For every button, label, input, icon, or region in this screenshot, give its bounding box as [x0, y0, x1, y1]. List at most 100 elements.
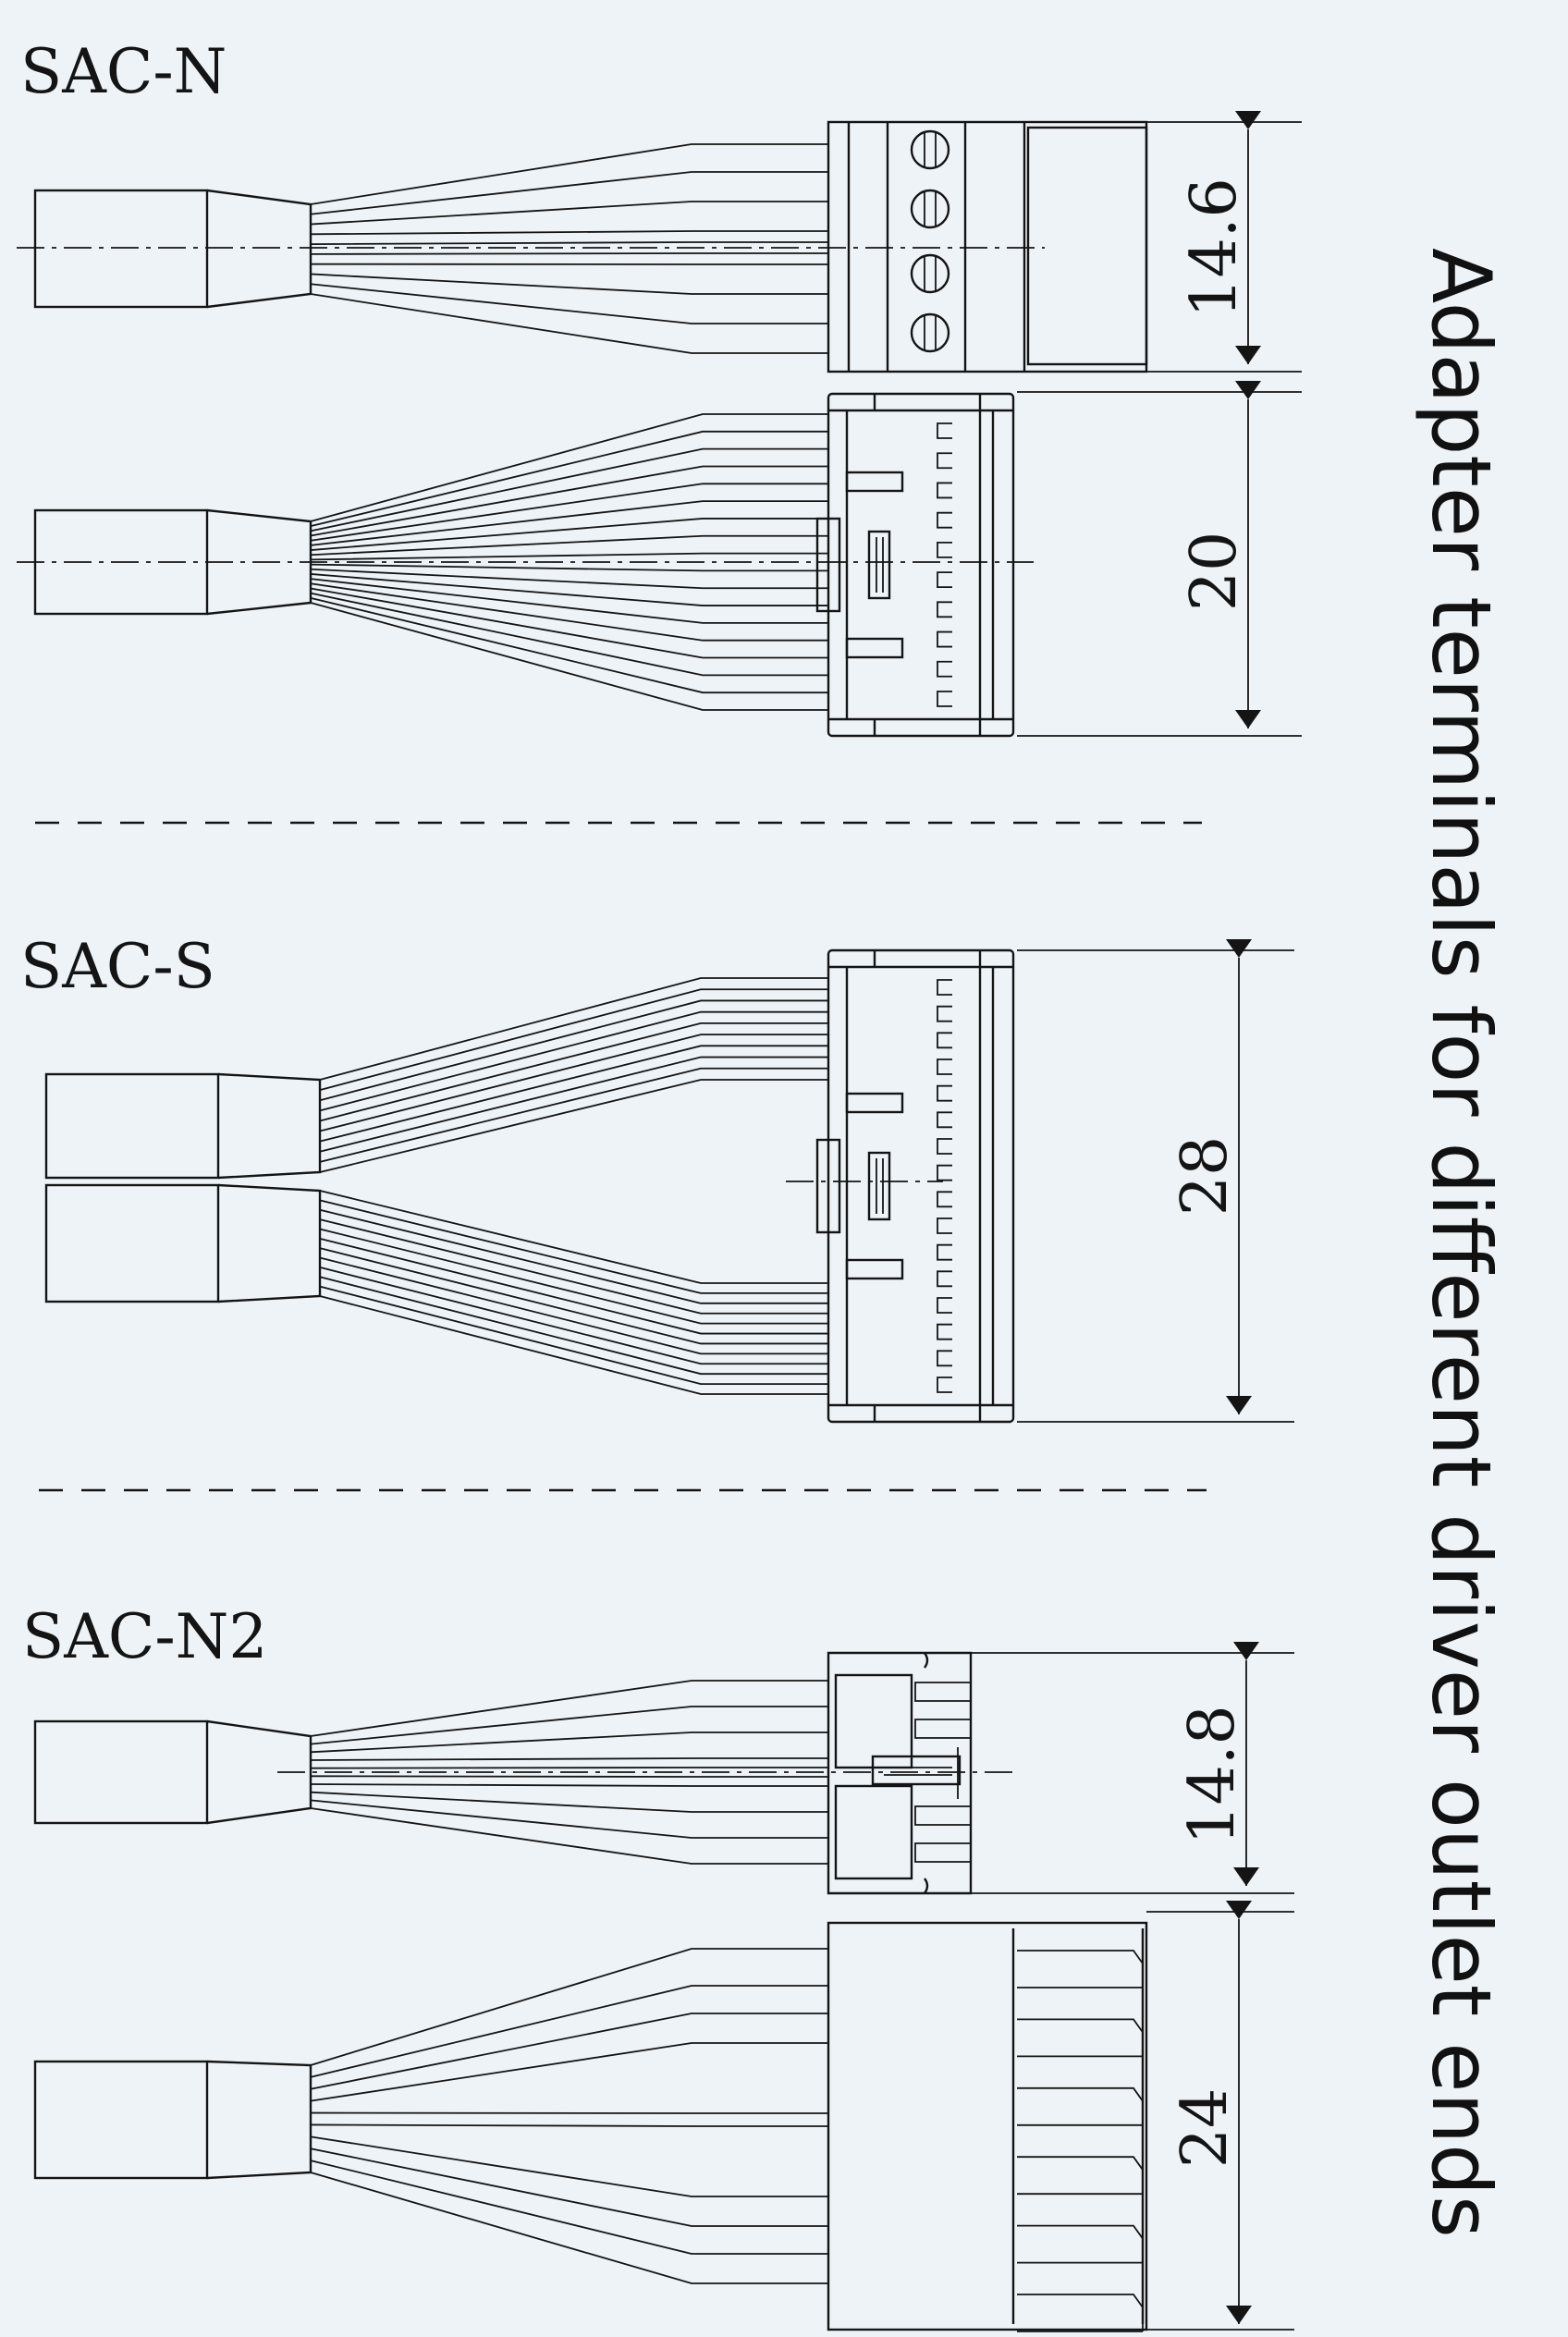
connector-pin — [937, 1217, 952, 1234]
wire — [310, 587, 828, 659]
connector-pin — [937, 630, 952, 648]
wire — [310, 293, 828, 354]
wire — [310, 241, 828, 246]
connector-housing — [815, 948, 1015, 1424]
dimension-lines — [971, 111, 1302, 2331]
wire — [310, 283, 828, 324]
wire — [310, 252, 828, 255]
wire — [319, 999, 828, 1102]
wire — [310, 568, 828, 590]
wire — [310, 592, 828, 677]
cable-plug-lower — [44, 1183, 220, 1303]
connector-pin — [937, 979, 952, 996]
wire-bundle — [310, 1948, 828, 2284]
terminal-pin — [1017, 2224, 1144, 2263]
terminal-pin — [1017, 2018, 1144, 2057]
wire — [319, 1276, 828, 1376]
wire — [310, 1731, 828, 1754]
wire — [310, 2135, 828, 2197]
wire — [310, 1757, 828, 1761]
cable-plug-upper — [44, 1072, 220, 1180]
connector-pin — [937, 422, 952, 439]
wire — [319, 1256, 828, 1355]
wire — [310, 2147, 828, 2227]
connector-latch — [871, 1755, 962, 1786]
terminal-block-body — [827, 1921, 1148, 2331]
connector-pin — [937, 452, 952, 470]
wire — [310, 465, 828, 537]
plug-taper-upper — [217, 1072, 322, 1180]
screw-terminal — [910, 253, 950, 294]
connector-pin — [914, 1719, 971, 1739]
wire — [310, 1799, 828, 1839]
screw-terminal — [910, 189, 950, 229]
wire — [310, 1775, 828, 1778]
sac-n-terminal-block-assembly — [17, 120, 1148, 373]
wire — [310, 518, 828, 551]
wire-bundle — [310, 1680, 828, 1865]
wire — [319, 1285, 828, 1385]
connector-outline — [827, 392, 1015, 738]
connector-pin — [937, 1377, 952, 1393]
connector-pin — [937, 1032, 952, 1049]
plug-taper — [206, 189, 312, 309]
wire — [310, 1985, 828, 2078]
connector-outline — [827, 948, 1015, 1424]
wire — [310, 1948, 828, 2066]
wire — [319, 988, 828, 1091]
sac-n2-terminal-block-assembly — [33, 1921, 1148, 2332]
wire — [310, 578, 828, 624]
section-label-sac-n2: SAC-N2 — [22, 1601, 267, 1672]
wire — [310, 2160, 828, 2255]
dimension-14-8: 14.8 — [1176, 1705, 1249, 1844]
wire-bundle — [310, 413, 828, 711]
connector-pin — [937, 1058, 952, 1075]
wire — [319, 1045, 828, 1143]
wire — [310, 430, 828, 528]
connector-outline — [827, 1651, 973, 1895]
wire — [319, 1247, 828, 1345]
wire — [310, 582, 828, 642]
wire — [310, 447, 828, 532]
wire — [310, 1807, 828, 1865]
terminal-pins — [1011, 1928, 1145, 2332]
connector-pin — [937, 482, 952, 499]
plug-taper-lower — [217, 1183, 322, 1303]
connector-pin — [937, 1005, 952, 1022]
wire — [319, 1190, 828, 1284]
connector-housing — [827, 1651, 973, 1895]
connector-pin — [937, 511, 952, 529]
connector-pin — [937, 1191, 952, 1208]
connector-latch — [815, 517, 841, 613]
wire — [310, 552, 828, 561]
sac-n-connector-assembly — [17, 392, 1034, 738]
wire — [310, 2013, 828, 2090]
wire — [319, 1022, 828, 1122]
wire — [310, 483, 828, 542]
wire — [319, 1079, 828, 1173]
section-label-sac-n: SAC-N — [20, 36, 227, 107]
plug-taper — [206, 2060, 312, 2180]
wire — [319, 1199, 828, 1294]
wire — [310, 573, 828, 606]
cable-plug — [33, 2060, 209, 2180]
connector-pin — [914, 1682, 971, 1702]
wire — [310, 2042, 828, 2102]
dimension-24: 24 — [1169, 2088, 1242, 2169]
wire-bundle — [310, 143, 828, 354]
wire — [310, 230, 828, 236]
connector-pin — [937, 1084, 952, 1102]
connector-pin — [937, 660, 952, 678]
connector-pin — [937, 571, 952, 589]
connector-pin — [914, 1842, 971, 1863]
terminal-pin — [1017, 2086, 1144, 2125]
terminal-pin — [1017, 2156, 1144, 2195]
section-label-sac-s: SAC-S — [20, 931, 215, 1002]
wire — [310, 201, 828, 226]
wire — [319, 1295, 828, 1395]
connector-pin — [937, 691, 952, 707]
wire — [310, 143, 828, 205]
dimension-28: 28 — [1169, 1136, 1242, 1217]
cable-plug — [33, 189, 209, 309]
